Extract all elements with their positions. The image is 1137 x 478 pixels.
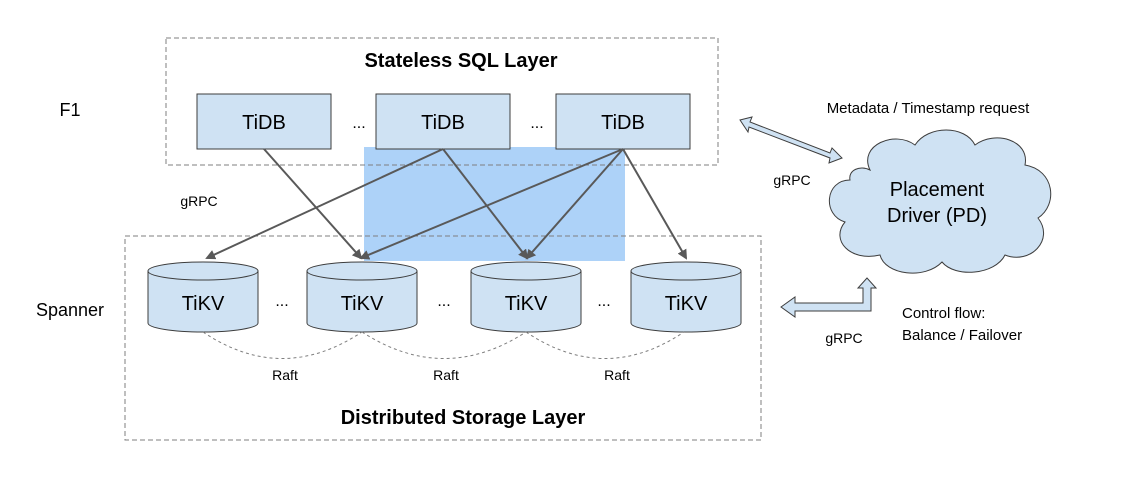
tikv-node: TiKV <box>630 261 742 333</box>
tikv-label: TiKV <box>665 293 708 315</box>
tidb-node: TiDB <box>555 93 691 150</box>
tidb-label: TiDB <box>242 112 286 134</box>
tidb-ellipsis: ... <box>352 115 365 132</box>
raft-label: Raft <box>272 367 298 383</box>
arrow <box>622 148 688 260</box>
tikv-node: TiKV <box>306 261 418 333</box>
tikv-ellipsis: ... <box>597 293 610 310</box>
cylinder-body <box>470 270 582 333</box>
control-flow-label-line1: Control flow: <box>902 305 985 322</box>
cylinder-top <box>306 261 418 281</box>
tikv-label: TiKV <box>182 293 225 315</box>
cylinder-top <box>470 261 582 281</box>
metadata-label: Metadata / Timestamp request <box>827 100 1030 117</box>
tikv-label: TiKV <box>341 293 384 315</box>
cylinder-body <box>147 270 259 333</box>
cylinder-top <box>147 261 259 281</box>
cylinder-body <box>306 270 418 333</box>
spanner-label: Spanner <box>36 300 104 320</box>
cylinder-top <box>630 261 742 281</box>
tikv-ellipsis: ... <box>437 293 450 310</box>
arrow <box>525 148 624 260</box>
pd-label-line2: Driver (PD) <box>887 205 987 227</box>
raft-arc <box>525 331 685 359</box>
metadata-double-arrow <box>739 116 843 164</box>
cylinder-body <box>630 270 742 333</box>
tidb-label: TiDB <box>601 112 645 134</box>
arrow <box>263 148 363 260</box>
raft-label: Raft <box>433 367 459 383</box>
f1-label: F1 <box>59 100 80 120</box>
metadata-grpc-label: gRPC <box>773 172 810 188</box>
tidb-node: TiDB <box>196 93 332 150</box>
arrow <box>359 148 624 260</box>
storage-layer-title: Distributed Storage Layer <box>341 407 586 429</box>
control-flow-label-line2: Balance / Failover <box>902 327 1022 344</box>
raft-links <box>202 331 685 359</box>
grpc-arrows <box>205 148 688 260</box>
tidb-ellipsis: ... <box>530 115 543 132</box>
control-flow-arrow <box>780 277 878 318</box>
sql-layer-title: Stateless SQL Layer <box>364 50 557 72</box>
tidb-label: TiDB <box>421 112 465 134</box>
arrow <box>205 148 444 260</box>
sql-layer-box <box>165 37 719 166</box>
raft-label: Raft <box>604 367 630 383</box>
tikv-node: TiKV <box>470 261 582 333</box>
grpc-left-label: gRPC <box>180 193 217 209</box>
placement-driver-cloud: Placement Driver (PD) <box>829 129 1052 274</box>
tikv-ellipsis: ... <box>275 293 288 310</box>
raft-arc <box>202 331 363 359</box>
pd-label-line1: Placement <box>890 179 985 201</box>
tikv-label: TiKV <box>505 293 548 315</box>
tikv-node: TiKV <box>147 261 259 333</box>
storage-layer-box <box>124 235 762 441</box>
raft-arc <box>361 331 527 359</box>
arrow <box>442 148 529 260</box>
control-grpc-label: gRPC <box>825 330 862 346</box>
tidb-node: TiDB <box>375 93 511 150</box>
